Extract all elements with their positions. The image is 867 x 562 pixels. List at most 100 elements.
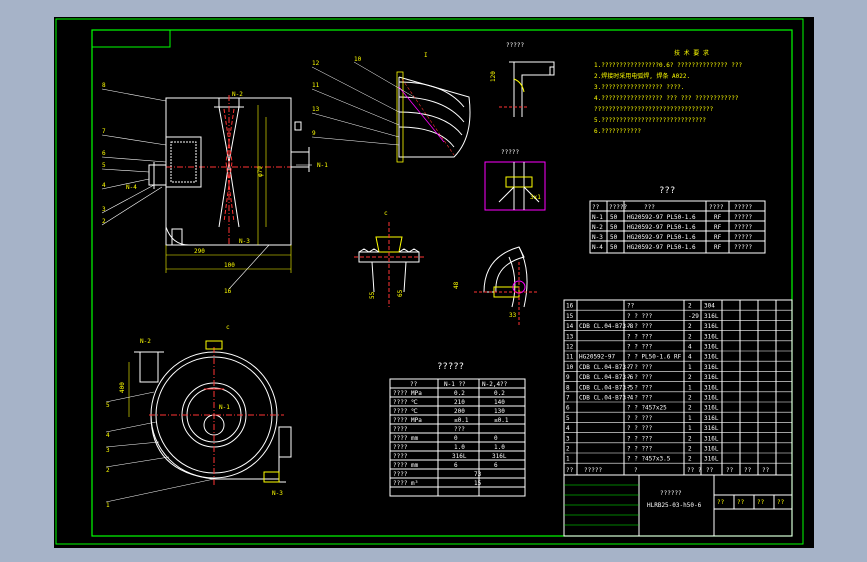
- front-dim-phi: φ79: [257, 166, 264, 177]
- front-view: 8 7 6 5 4 3 2 16 N-2 N-1 N-3 N-4 φ79 100…: [101, 82, 328, 295]
- design-r8-c1: 6: [454, 462, 458, 469]
- parts-cell-r6-c2: ? ? ???: [627, 364, 653, 371]
- svg-text:11: 11: [312, 82, 320, 89]
- svg-text:3: 3: [102, 206, 106, 213]
- design-r3-c2: ≤0.1: [494, 417, 509, 424]
- detail-mid-dim: 3x1: [530, 194, 541, 201]
- nozzle-r3-c0: N-4: [592, 244, 603, 251]
- title-block: ?????? HLRB25-03-h50-6 ?? ?? ?? ??: [563, 474, 793, 537]
- front-nozzle-n4-label: N-4: [126, 184, 137, 191]
- design-r0-c2: 0.2: [494, 390, 505, 397]
- design-r7-c2: 316L: [492, 453, 507, 460]
- design-data-table: ????? ?? N-1 ?? N-2,4?? ???? MPa 0.2 0.2…: [389, 362, 526, 497]
- parts-cell-r0-c3: 2: [688, 303, 692, 310]
- tech-req-line-4: 4.????????????????? ??? ??? ????????????: [594, 95, 739, 102]
- parts-cell-r15-c0: 1: [566, 456, 570, 463]
- parts-cell-r7-c3: 2: [688, 374, 692, 381]
- parts-cell-r11-c2: ? ? ???: [627, 415, 653, 422]
- parts-cell-r11-c3: 1: [688, 415, 692, 422]
- curved-dim-2: 33: [509, 312, 517, 319]
- design-r2-c0: ???? ℃: [393, 408, 418, 415]
- detail-top-right: ????? 120: [490, 42, 555, 117]
- design-r10-c1: 15: [474, 480, 482, 487]
- nozzle-table: ??? ?? ????? ??? ???? ????? N-1 50 HG205…: [589, 186, 766, 254]
- parts-cell-r12-c2: ? ? ???: [627, 425, 653, 432]
- parts-header-3: ?? ?: [687, 467, 702, 474]
- detail-mid-title: ?????: [501, 149, 519, 156]
- design-r0-c0: ???? MPa: [393, 390, 422, 397]
- nozzle-th-3: ????: [709, 204, 724, 211]
- design-r1-c0: ???? ℃: [393, 399, 418, 406]
- drawing-svg: 8 7 6 5 4 3 2 16 N-2 N-1 N-3 N-4 φ79 100…: [55, 18, 804, 545]
- detail-curved: 48 33: [453, 246, 539, 327]
- parts-header-1: ?????: [584, 467, 602, 474]
- parts-cell-r5-c4: 316L: [704, 354, 719, 361]
- nozzle-th-1: ?????: [609, 204, 627, 211]
- design-r7-c0: ????: [393, 453, 408, 460]
- svg-text:10: 10: [354, 56, 362, 63]
- design-r4-c1: ???: [454, 426, 465, 433]
- outer-frame: [55, 18, 804, 545]
- design-r3-c1: ≤0.1: [454, 417, 469, 424]
- design-r1-c2: 140: [494, 399, 505, 406]
- parts-cell-r3-c3: 2: [688, 333, 692, 340]
- design-r6-c2: 1.0: [494, 444, 505, 451]
- curved-dim-1: 48: [453, 281, 460, 289]
- parts-cell-r12-c3: 1: [688, 425, 692, 432]
- tech-req-line-2: 2.焊接时采用电弧焊, 焊条 A022.: [594, 72, 690, 80]
- parts-cell-r6-c4: 316L: [704, 364, 719, 371]
- parts-cell-r6-c0: 10: [566, 364, 574, 371]
- design-r4-c0: ????: [393, 426, 408, 433]
- nozzle-table-title: ???: [659, 186, 675, 196]
- design-r0-c1: 0.2: [454, 390, 465, 397]
- parts-cell-r13-c4: 316L: [704, 435, 719, 442]
- parts-header-5: ??: [726, 467, 734, 474]
- parts-cell-r7-c1: CDB CL.04-B73-6: [579, 374, 634, 381]
- front-dim-width: 100: [224, 262, 235, 269]
- parts-cell-r13-c2: ? ? ???: [627, 435, 653, 442]
- plan-callout-4: 4: [106, 432, 110, 439]
- parts-cell-r2-c1: CDB CL.04-B73-8: [579, 323, 634, 330]
- parts-header-6: ??: [744, 467, 752, 474]
- parts-cell-r10-c0: 6: [566, 405, 570, 412]
- nozzle-th-4: ?????: [734, 204, 752, 211]
- nozzle-r0-c0: N-1: [592, 214, 603, 221]
- detail-top-title: ?????: [506, 42, 524, 49]
- design-r6-c1: 1.0: [454, 444, 465, 451]
- parts-cell-r5-c2: ? ? PL50-1.6 RF: [627, 354, 682, 361]
- nozzle-r0-c4: ?????: [734, 214, 752, 221]
- parts-cell-r8-c1: CDB CL.04-B73-5: [579, 384, 634, 391]
- svg-text:4: 4: [102, 182, 106, 189]
- parts-header-2: ?: [634, 467, 638, 474]
- parts-cell-r8-c3: 1: [688, 384, 692, 391]
- front-nozzle-n1-label: N-1: [317, 162, 328, 169]
- nozzle-r2-c3: RF: [714, 234, 722, 241]
- parts-cell-r3-c4: 316L: [704, 333, 719, 340]
- nozzle-r3-c3: RF: [714, 244, 722, 251]
- nozzle-r3-c4: ?????: [734, 244, 752, 251]
- drawing-canvas[interactable]: 8 7 6 5 4 3 2 16 N-2 N-1 N-3 N-4 φ79 100…: [54, 17, 814, 548]
- parts-cell-r9-c1: CDB CL.04-B73-4: [579, 395, 634, 402]
- design-r5-c0: ???? mm: [393, 435, 419, 442]
- parts-cell-r5-c1: HG20592-97: [579, 354, 616, 361]
- inner-frame: [91, 29, 793, 537]
- plan-dim: 400: [119, 382, 126, 393]
- parts-cell-r12-c0: 4: [566, 425, 570, 432]
- parts-cell-r1-c2: ? ? ???: [627, 313, 653, 320]
- tb-label-3: ??: [777, 499, 785, 506]
- detail-a-view: 10 12 11 13 9 I: [311, 52, 471, 163]
- plan-nozzle-n2-label: N-2: [140, 338, 151, 345]
- svg-text:8: 8: [102, 82, 106, 89]
- parts-header-4: ??: [706, 467, 714, 474]
- design-r7-c1: 316L: [452, 453, 467, 460]
- parts-cell-r2-c2: ? ? ???: [627, 323, 653, 330]
- parts-cell-r3-c2: ? ? ???: [627, 333, 653, 340]
- design-r8-c0: ???? mm: [393, 462, 419, 469]
- nozzle-r2-c2: HG20592-97 PL50-1.6: [627, 234, 696, 241]
- plan-nozzle-n3-label: N-3: [272, 490, 283, 497]
- parts-header-0: ??: [566, 467, 574, 474]
- design-r8-c2: 6: [494, 462, 498, 469]
- parts-cell-r2-c4: 316L: [704, 323, 719, 330]
